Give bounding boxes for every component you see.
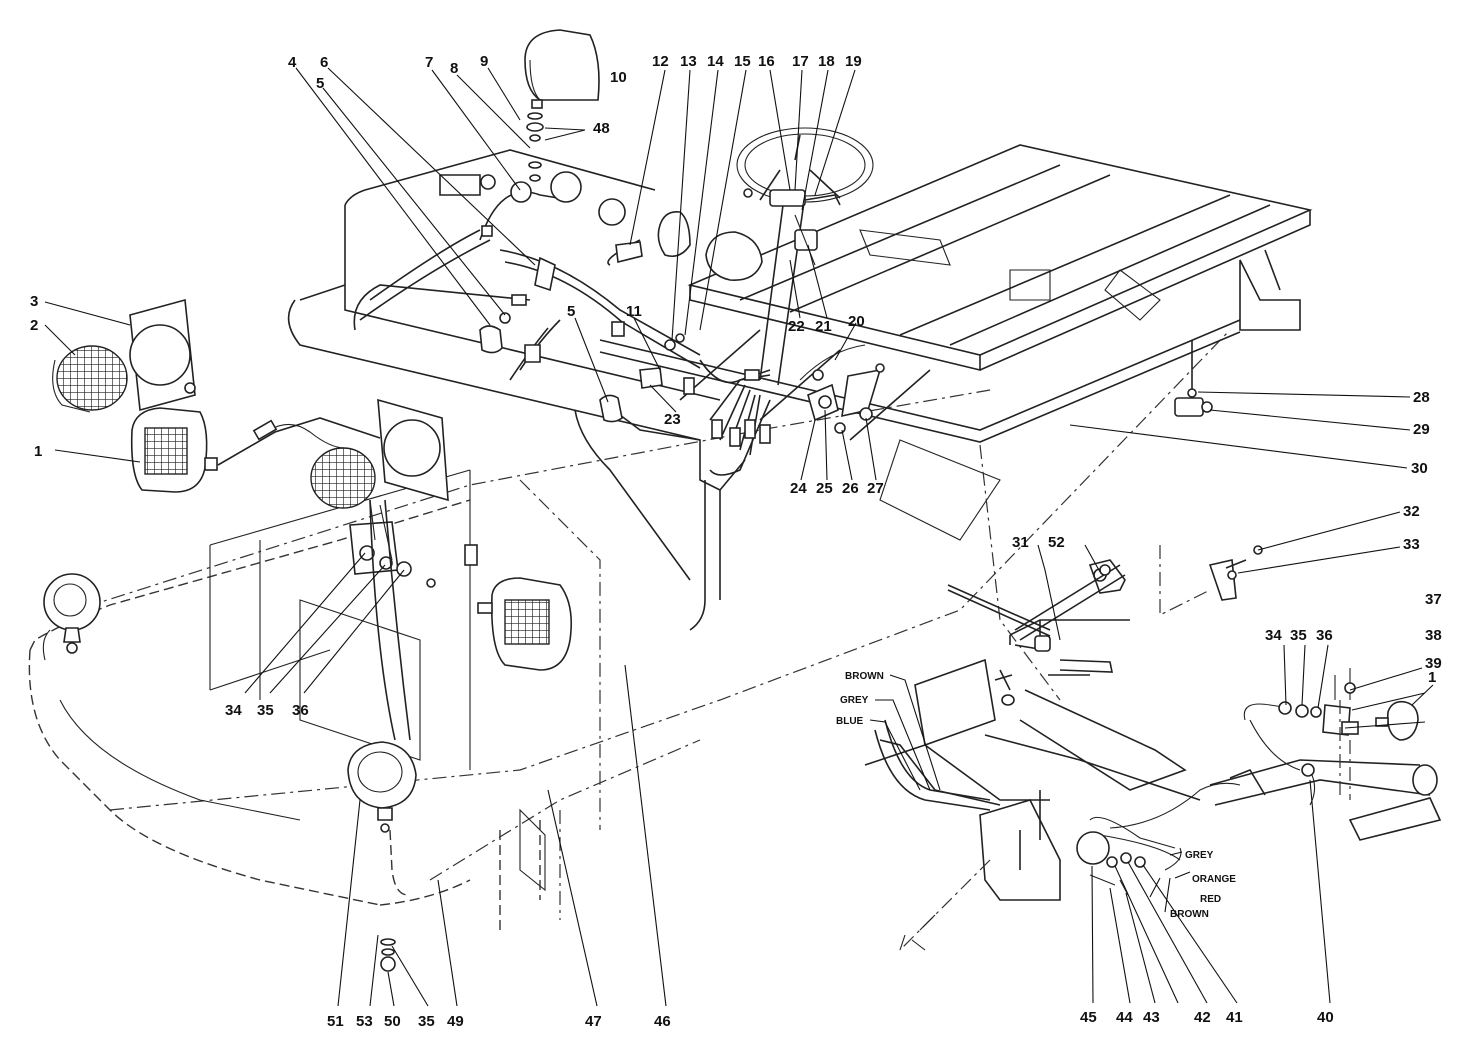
callout-30: 30 <box>1411 460 1428 477</box>
leader-lines <box>44 67 1434 1007</box>
callout-1b: 1 <box>1428 669 1436 686</box>
callout-26: 26 <box>842 480 859 497</box>
callout-52: 52 <box>1048 534 1065 551</box>
wire-label-red: RED <box>1200 894 1221 905</box>
callout-5b: 5 <box>567 303 575 320</box>
callout-44: 44 <box>1116 1009 1133 1026</box>
callout-20: 20 <box>848 313 865 330</box>
wire-label-orange: ORANGE <box>1192 874 1236 885</box>
callout-34: 34 <box>225 702 242 719</box>
headlight-assembly-upper <box>52 298 218 493</box>
mount-hardware-left <box>349 499 478 588</box>
callout-11: 11 <box>626 303 642 320</box>
callout-34b: 34 <box>1265 627 1282 644</box>
steering-wheel <box>736 127 874 386</box>
callout-10: 10 <box>610 69 627 86</box>
callout-36: 36 <box>292 702 309 719</box>
callout-4: 4 <box>288 54 297 71</box>
callout-numbers: 1 2 3 4 5 6 7 8 9 10 48 12 13 14 15 16 1… <box>30 53 1442 1030</box>
callout-32: 32 <box>1403 503 1420 520</box>
wire-label-grey-2: GREY <box>1185 850 1214 861</box>
callout-15: 15 <box>734 53 751 70</box>
callout-23: 23 <box>664 411 681 428</box>
rear-marker-lamp-51 <box>347 499 417 972</box>
callout-46: 46 <box>654 1013 671 1030</box>
callout-16: 16 <box>758 53 775 70</box>
callout-48: 48 <box>593 120 610 137</box>
callout-21: 21 <box>815 318 832 335</box>
callout-39: 39 <box>1425 655 1442 672</box>
callout-14: 14 <box>707 53 724 70</box>
dome-light-10 <box>524 29 600 182</box>
callout-33: 33 <box>1403 536 1420 553</box>
hitch-inset <box>864 545 1442 951</box>
front-marker-lamp <box>42 573 101 661</box>
callout-35b: 35 <box>1290 627 1307 644</box>
callout-17: 17 <box>792 53 809 70</box>
callout-8: 8 <box>450 60 458 77</box>
callout-42: 42 <box>1194 1009 1211 1026</box>
wire-color-labels: BROWN GREY BLUE GREY ORANGE RED BROWN <box>836 671 1236 920</box>
callout-37: 37 <box>1425 591 1442 608</box>
callout-24: 24 <box>790 480 807 497</box>
callout-13: 13 <box>680 53 697 70</box>
side-lamp <box>477 577 573 671</box>
wire-label-brown-2: BROWN <box>1170 909 1209 920</box>
callout-43: 43 <box>1143 1009 1160 1026</box>
callout-47: 47 <box>585 1013 602 1030</box>
callout-2: 2 <box>30 317 38 334</box>
chassis-frame <box>599 144 1313 701</box>
wire-label-blue: BLUE <box>836 716 864 727</box>
callout-53: 53 <box>356 1013 373 1030</box>
callout-27: 27 <box>867 480 884 497</box>
callout-29: 29 <box>1413 421 1430 438</box>
wire-label-grey: GREY <box>840 695 869 706</box>
callout-1: 1 <box>34 443 42 460</box>
callout-40: 40 <box>1317 1009 1334 1026</box>
headlight-assembly-lower <box>217 398 449 509</box>
callout-36b: 36 <box>1316 627 1333 644</box>
callout-5: 5 <box>316 75 324 92</box>
wire-label-brown: BROWN <box>845 671 884 682</box>
callout-28: 28 <box>1413 389 1430 406</box>
callout-25: 25 <box>816 480 833 497</box>
callout-45: 45 <box>1080 1009 1097 1026</box>
callout-49: 49 <box>447 1013 464 1030</box>
callout-22: 22 <box>788 318 805 335</box>
dash-panel <box>287 149 721 631</box>
callout-7: 7 <box>425 54 433 71</box>
callout-35c: 35 <box>418 1013 435 1030</box>
callout-35: 35 <box>257 702 274 719</box>
callout-51: 51 <box>327 1013 344 1030</box>
switch-assembly-24-27 <box>799 344 885 434</box>
callout-31: 31 <box>1012 534 1029 551</box>
callout-19: 19 <box>845 53 862 70</box>
dash-gauges <box>439 171 763 281</box>
callout-38: 38 <box>1425 627 1442 644</box>
callout-3: 3 <box>30 293 38 310</box>
callout-12: 12 <box>652 53 669 70</box>
callout-50: 50 <box>384 1013 401 1030</box>
harness-components <box>479 225 771 447</box>
callout-6: 6 <box>320 54 328 71</box>
callout-9: 9 <box>480 53 488 70</box>
callout-18: 18 <box>818 53 835 70</box>
callout-41: 41 <box>1226 1009 1243 1026</box>
